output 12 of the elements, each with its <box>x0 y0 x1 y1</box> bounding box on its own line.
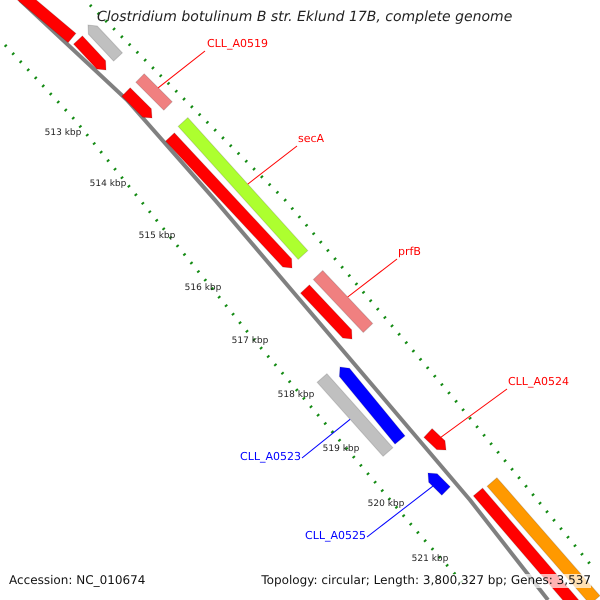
scale-label: 516 kbp <box>184 282 222 294</box>
scale-label: 515 kbp <box>138 230 176 242</box>
scale-label: 517 kbp <box>232 336 268 346</box>
scale-label: 521 kbp <box>412 554 448 564</box>
scale-label: 518 kbp <box>278 390 314 400</box>
title: Clostridium botulinum B str. Eklund 17B, complete genome <box>97 9 512 26</box>
footer-text: Accession: NC_010674 <box>9 574 146 588</box>
scale-label: 519 kbp <box>322 444 360 454</box>
scale-label: 513 kbp <box>44 128 82 138</box>
scale-label: 514 kbp <box>90 178 126 190</box>
footer-text: Topology: circular; Length: 3,800,327 bp; Genes: 3,537 <box>261 574 591 588</box>
scale-label: 520 kbp <box>368 498 404 510</box>
